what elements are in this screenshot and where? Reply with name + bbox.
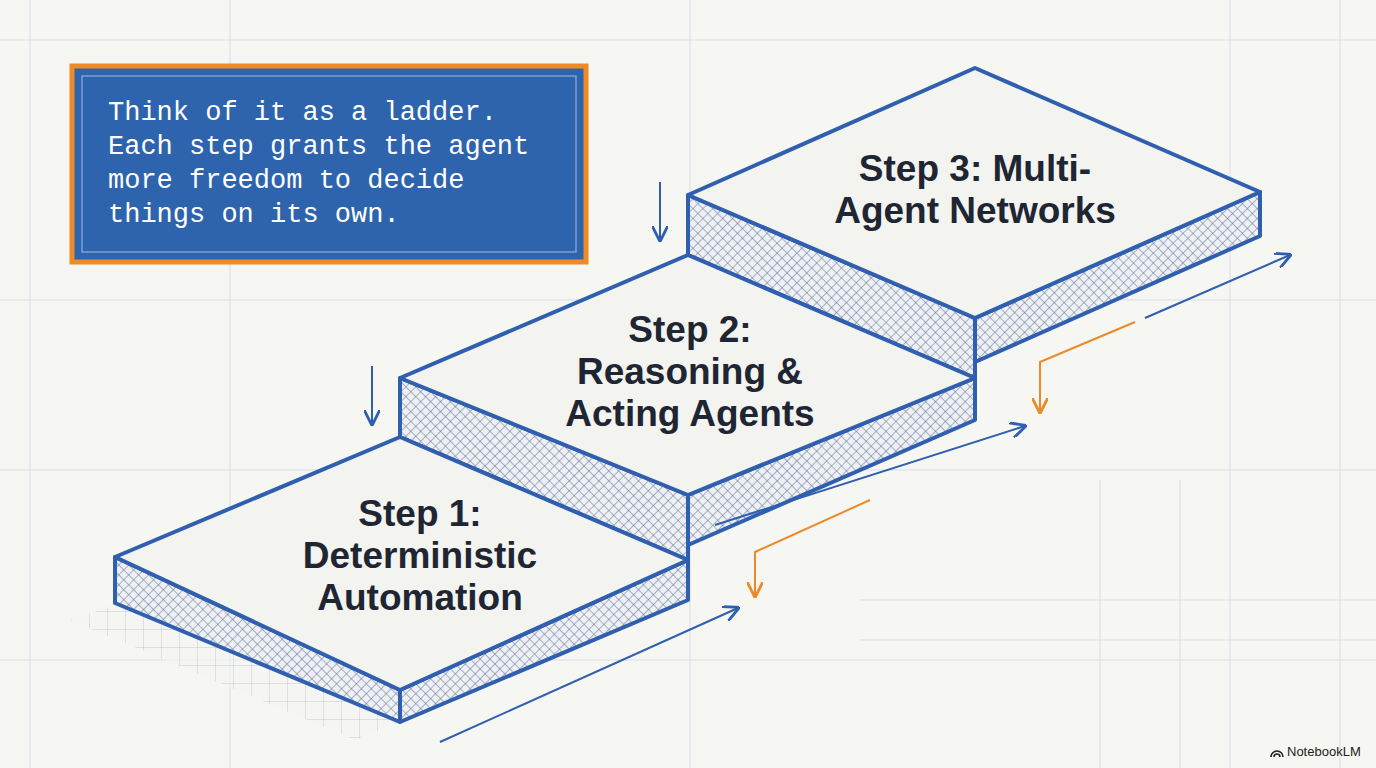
callout-box: Think of it as a ladder. Each step grant…: [70, 64, 588, 264]
watermark-icon: [1271, 751, 1283, 757]
step-platform: Step 2: Reasoning & Acting Agents: [400, 255, 975, 495]
stair-sides: [115, 192, 1260, 722]
step-platform: Step 3: Multi-Agent Networks: [688, 68, 1260, 318]
flow-arrows: [372, 182, 1290, 742]
step-platform: Step 1: Deterministic Automation: [115, 437, 688, 690]
callout-text: Think of it as a ladder. Each step grant…: [108, 96, 553, 232]
step-label: Step 1: Deterministic Automation: [270, 493, 570, 618]
step-label: Step 2: Reasoning & Acting Agents: [540, 309, 840, 434]
watermark: NotebookLM: [1287, 744, 1361, 759]
callout-frame: [70, 64, 588, 264]
step-label: Step 3: Multi-Agent Networks: [825, 148, 1125, 232]
